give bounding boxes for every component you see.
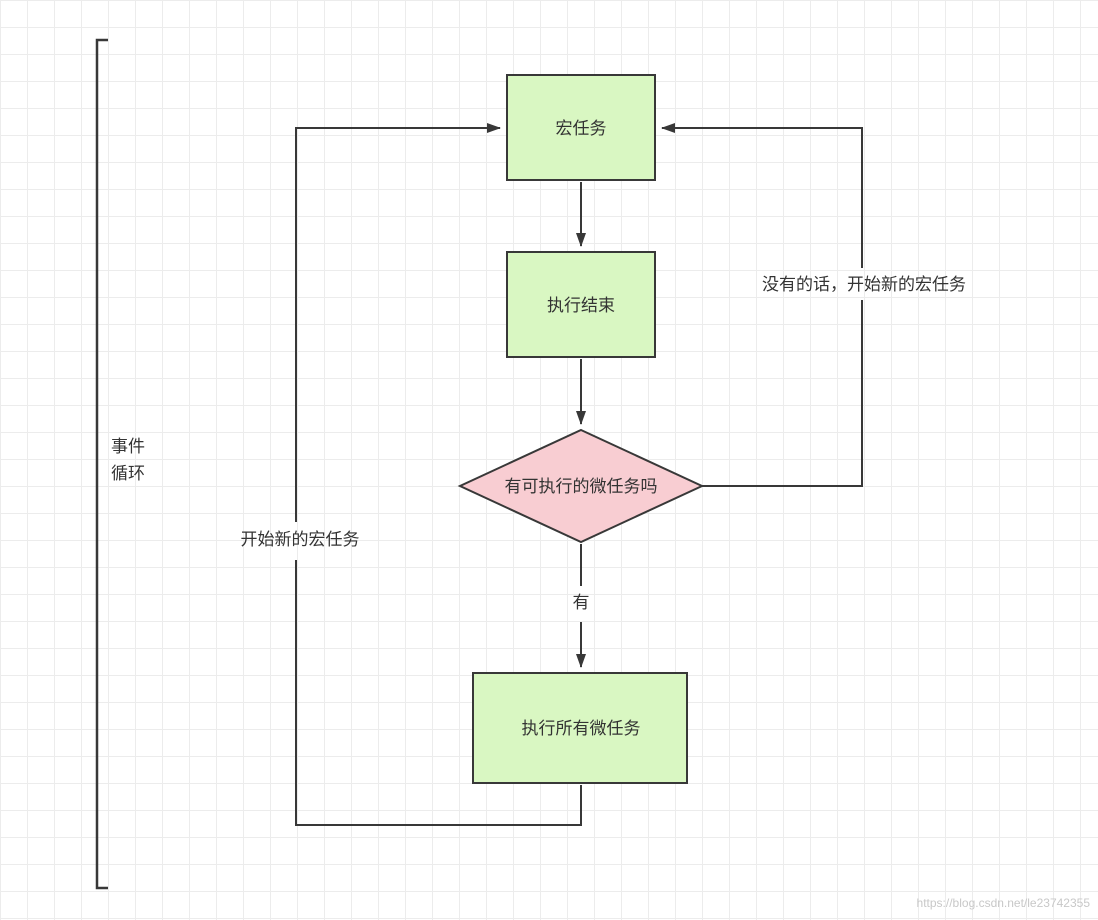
event-loop-bracket [95, 38, 108, 890]
edge-right-loop-lower [702, 300, 863, 487]
event-loop-label-line2: 循环 [111, 464, 145, 483]
node-run-all-microtasks [472, 672, 688, 784]
node-execution-end [506, 251, 656, 358]
node-run-all-microtasks-label: 执行所有微任务 [522, 719, 641, 738]
node-macro-task-label: 宏任务 [556, 119, 607, 138]
edge-label-yes: 有 [573, 593, 590, 612]
event-loop-label-line1: 事件 [111, 437, 145, 456]
edge-label-start-new-macrotask-right: 没有的话，开始新的宏任务 [762, 275, 966, 294]
node-microtask-decision-label: 有可执行的微任务吗 [505, 477, 658, 496]
edge-label-start-new-macrotask-left: 开始新的宏任务 [241, 530, 360, 549]
edge-right-loop-upper [661, 123, 863, 268]
node-macro-task [506, 74, 656, 181]
watermark-url: https://blog.csdn.net/le23742355 [917, 896, 1091, 910]
node-execution-end-label: 执行结束 [547, 296, 615, 315]
edge-left-loop-upper [295, 123, 501, 522]
node-microtask-decision [457, 428, 705, 544]
edge-left-loop-lower [295, 560, 582, 826]
